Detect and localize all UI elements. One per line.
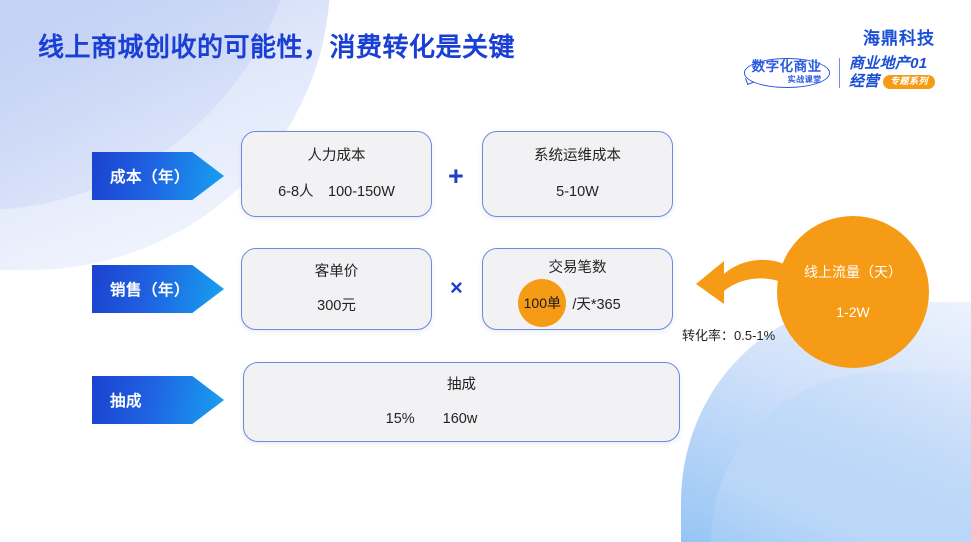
box-transaction-count: 交易笔数 100单 /天*365 bbox=[482, 248, 673, 330]
box-system-ops-cost-value: 5-10W bbox=[556, 184, 599, 200]
course-logo-main: 数字化商业 bbox=[751, 59, 822, 74]
box-labor-cost: 人力成本 6-8人 100-150W bbox=[241, 131, 432, 217]
online-traffic-circle: 线上流量（天） 1-2W bbox=[777, 216, 929, 368]
brand-logo-row: 数字化商业 实战课堂 商业地产01 经营 专题系列 bbox=[743, 56, 935, 90]
series-title-line2: 经营 bbox=[848, 72, 879, 90]
box-transaction-count-title: 交易笔数 bbox=[548, 260, 607, 276]
series-badge: 专题系列 bbox=[882, 74, 935, 89]
operator-multiply: × bbox=[450, 275, 463, 300]
transaction-suffix: /天*365 bbox=[572, 296, 621, 313]
ellipse-outline-icon bbox=[743, 58, 830, 88]
row-label-commission: 抽成 bbox=[92, 376, 224, 424]
box-unit-price-value: 300元 bbox=[317, 298, 356, 314]
row-label-sales: 销售（年） bbox=[92, 265, 224, 313]
box-transaction-count-row: 100单 /天*365 bbox=[483, 279, 672, 327]
row-label-cost: 成本（年） bbox=[92, 152, 224, 200]
box-system-ops-cost-title: 系统运维成本 bbox=[534, 147, 621, 164]
box-labor-cost-value: 6-8人 100-150W bbox=[278, 184, 395, 200]
box-unit-price: 客单价 300元 bbox=[241, 248, 432, 330]
online-traffic-title: 线上流量（天） bbox=[804, 264, 902, 280]
online-traffic-value: 1-2W bbox=[836, 304, 870, 320]
conversion-arrow-icon bbox=[696, 259, 790, 304]
box-commission-title: 抽成 bbox=[447, 376, 476, 393]
operator-plus: + bbox=[448, 161, 464, 191]
course-logo-sub: 实战课堂 bbox=[787, 74, 822, 84]
box-unit-price-title: 客单价 bbox=[314, 263, 359, 280]
series-logo: 商业地产01 经营 专题系列 bbox=[849, 56, 935, 90]
series-title-line1: 商业地产01 bbox=[848, 55, 928, 72]
series-title-line2-row: 经营 专题系列 bbox=[848, 72, 935, 90]
box-commission-amount: 160w bbox=[442, 411, 478, 427]
box-commission: 抽成 15% 160w bbox=[243, 362, 680, 442]
brand-lockup: 海鼎科技 数字化商业 实战课堂 商业地产01 经营 专题系列 bbox=[743, 29, 935, 90]
box-labor-cost-title: 人力成本 bbox=[307, 147, 366, 164]
brand-divider bbox=[838, 57, 840, 88]
box-commission-rate: 15% bbox=[385, 411, 415, 427]
transaction-bubble: 100单 bbox=[518, 279, 567, 327]
brand-name: 海鼎科技 bbox=[863, 29, 935, 48]
course-logo: 数字化商业 实战课堂 bbox=[743, 58, 830, 88]
page-title: 线上商城创收的可能性，消费转化是关键 bbox=[38, 32, 516, 62]
box-transaction-count-inner: 交易笔数 100单 /天*365 bbox=[483, 249, 672, 329]
conversion-rate-label: 转化率：0.5-1% bbox=[682, 328, 776, 343]
box-system-ops-cost: 系统运维成本 5-10W bbox=[482, 131, 673, 217]
box-commission-values: 15% 160w bbox=[386, 412, 478, 427]
